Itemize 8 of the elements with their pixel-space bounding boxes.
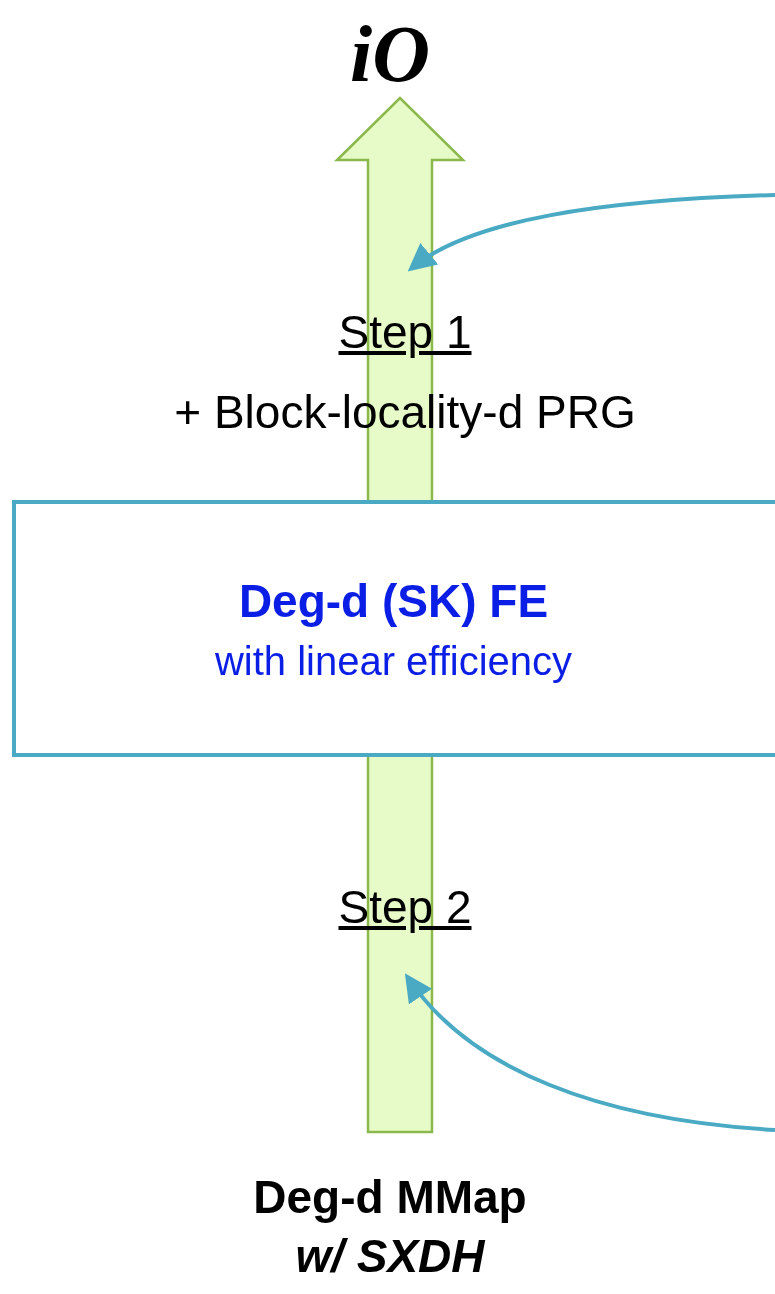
node-subtitle: with linear efficiency (213, 638, 574, 686)
node-title: Deg-d (SK) FE (237, 574, 550, 629)
process-box (12, 500, 775, 757)
node-title: Deg-d MMap (253, 1170, 527, 1225)
node-label: iO (350, 14, 430, 94)
step-label: Step 2 (338, 880, 472, 934)
node-subtitle: w/ SXDH (294, 1229, 486, 1285)
step-label: Step 1 (338, 305, 472, 359)
